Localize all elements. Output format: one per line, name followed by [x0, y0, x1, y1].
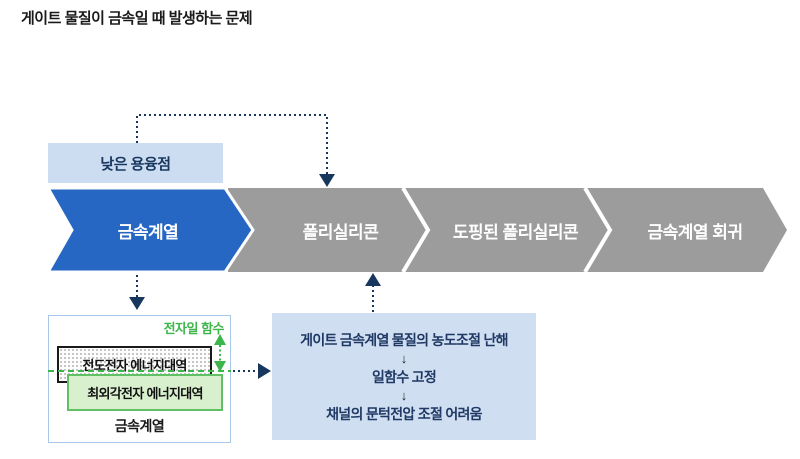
flow-step-doped-polysilicon: 도핑된 폴리실리콘 [428, 188, 603, 272]
work-function-label: 전자일 함수 [163, 321, 225, 336]
blue-chevron [45, 186, 255, 274]
flow-step-label: 금속계열 회귀 [647, 222, 743, 242]
problem-line-2: 일함수 고정 [371, 368, 437, 385]
outer-electron-band-box: 최외각전자 에너지대역 [67, 374, 223, 411]
flow-step-label: 폴리실리콘 [302, 222, 379, 242]
flow-step-label: 도핑된 폴리실리콘 [452, 222, 579, 242]
gray-chevron-band [228, 188, 787, 272]
page-title: 게이트 물질이 금속일 때 발생하는 문제 [21, 10, 253, 27]
problem-description-box: 게이트 금속계열 물질의 농도조절 난해 ↓ 일함수 고정 ↓ 채널의 문턱전압… [272, 313, 536, 440]
flow-step-label: 금속계열 [117, 222, 179, 242]
flow-step-polysilicon: 폴리실리콘 [253, 188, 428, 272]
conduction-band-label: 전도전자 에너지대역 [82, 358, 187, 373]
low-melting-point-callout: 낮은 용융점 [48, 143, 223, 183]
flow-step-metal: 금속계열 [60, 188, 236, 272]
problem-line-3: 채널의 문턱전압 조절 어려움 [326, 405, 482, 422]
outer-electron-band-label: 최외각전자 에너지대역 [87, 386, 203, 401]
flow-step-metal-return: 금속계열 회귀 [603, 188, 787, 272]
down-arrow-icon: ↓ [400, 350, 408, 366]
down-arrow-icon: ↓ [400, 387, 408, 403]
band-diagram-caption: 금속계열 [114, 418, 165, 434]
low-melting-point-label: 낮은 용융점 [100, 155, 171, 173]
chevron-separator-2 [583, 186, 613, 274]
problem-line-1: 게이트 금속계열 물질의 농도조절 난해 [300, 331, 508, 348]
chevron-separator-1 [401, 186, 431, 274]
